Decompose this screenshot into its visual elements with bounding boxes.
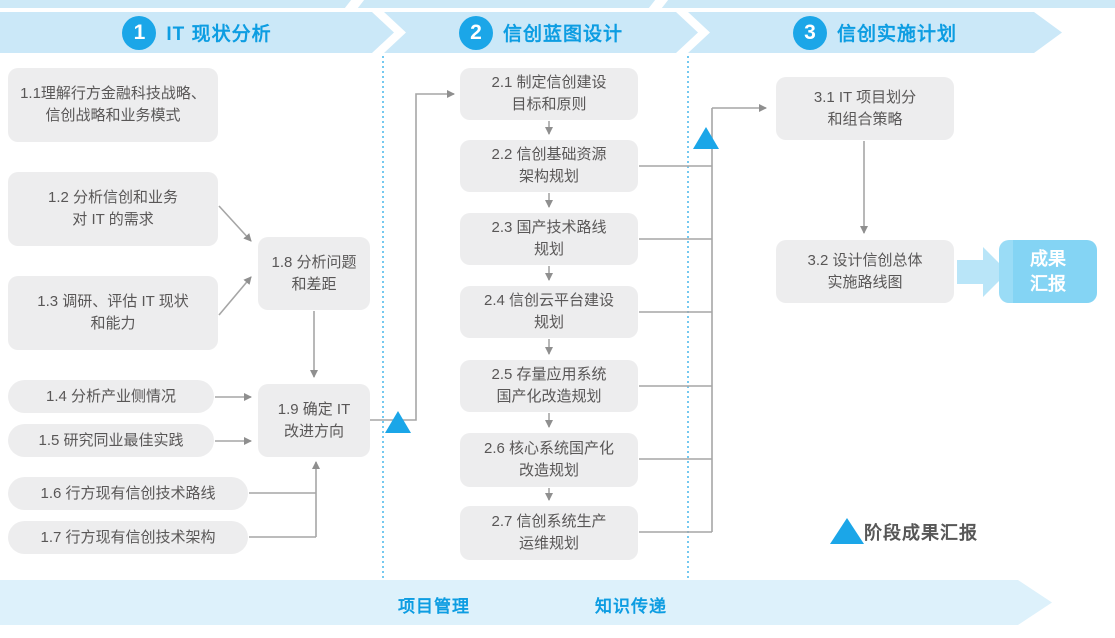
task-box-2-6: 2.6 核心系统国产化改造规划	[460, 433, 638, 487]
top-edge-band-gap	[647, 0, 670, 10]
task-box-1-8: 1.8 分析问题和差距	[258, 237, 370, 310]
phase-banner-1: 1 IT 现状分析	[0, 12, 394, 53]
task-box-3-2: 3.2 设计信创总体实施路线图	[776, 240, 954, 303]
footer-label-project-management: 项目管理	[398, 597, 470, 616]
task-box-2-7: 2.7 信创系统生产运维规划	[460, 506, 638, 560]
top-edge-band-gap	[343, 0, 366, 10]
deliverable-arrow	[957, 260, 985, 284]
footer-banner	[0, 580, 1052, 625]
task-box-2-1: 2.1 制定信创建设目标和原则	[460, 68, 638, 120]
task-box-1-4: 1.4 分析产业侧情况	[8, 380, 214, 413]
phase-number-badge-2: 2	[459, 16, 493, 50]
legend-label: 阶段成果汇报	[864, 523, 978, 543]
phase-number-badge-3: 3	[793, 16, 827, 50]
phase-title-1: IT 现状分析	[166, 24, 272, 45]
task-box-1-3: 1.3 调研、评估 IT 现状和能力	[8, 276, 218, 350]
deliverable-box: 成果汇报	[999, 240, 1097, 303]
task-box-1-1: 1.1理解行方金融科技战略、信创战略和业务模式	[8, 68, 218, 142]
task-box-3-1: 3.1 IT 项目划分和组合策略	[776, 77, 954, 140]
milestone-triangle-phase1	[385, 411, 411, 433]
task-box-1-6: 1.6 行方现有信创技术路线	[8, 477, 248, 510]
legend-triangle-icon	[830, 518, 864, 544]
phase-title-2: 信创蓝图设计	[502, 24, 623, 45]
phase-divider-1	[382, 56, 384, 580]
phase-number-badge-1: 1	[122, 16, 156, 50]
milestone-triangle-phase2	[693, 127, 719, 149]
phase-title-3: 信创实施计划	[836, 24, 957, 45]
phase-banner-3: 3 信创实施计划	[688, 12, 1062, 53]
footer-label-knowledge-transfer: 知识传递	[595, 597, 667, 616]
phase-banner-2: 2 信创蓝图设计	[384, 12, 698, 53]
task-box-2-2: 2.2 信创基础资源架构规划	[460, 140, 638, 192]
task-box-2-3: 2.3 国产技术路线规划	[460, 213, 638, 265]
task-box-1-7: 1.7 行方现有信创技术架构	[8, 521, 248, 554]
top-edge-band	[0, 0, 1115, 10]
task-box-2-5: 2.5 存量应用系统国产化改造规划	[460, 360, 638, 412]
task-box-2-4: 2.4 信创云平台建设规划	[460, 286, 638, 338]
task-box-1-5: 1.5 研究同业最佳实践	[8, 424, 214, 457]
task-box-1-2: 1.2 分析信创和业务对 IT 的需求	[8, 172, 218, 246]
phase-divider-2	[687, 56, 689, 580]
